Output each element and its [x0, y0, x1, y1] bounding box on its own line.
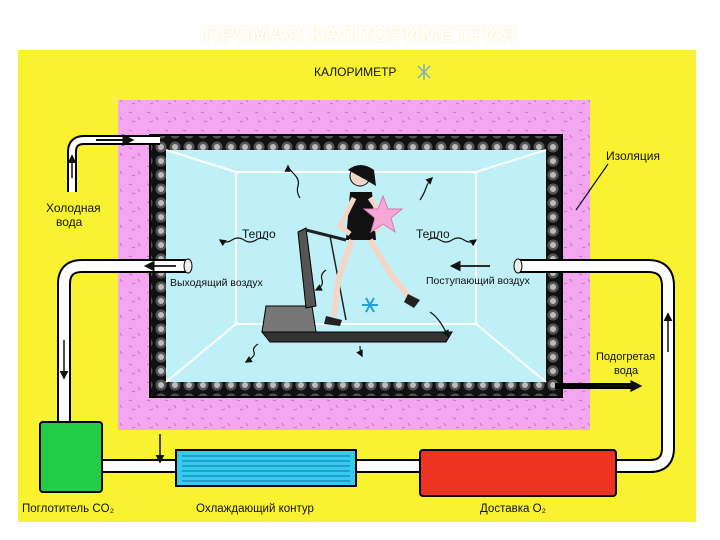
- insulation-leader: [575, 163, 609, 211]
- heated-water-label-line1: Подогретая: [596, 351, 655, 363]
- cold-water-label-line1: Холодная: [46, 201, 101, 215]
- heated-water-label-line2: вода: [614, 365, 639, 377]
- cooling-loop-label: Охлаждающий контур: [196, 503, 314, 515]
- insulation-label: Изоляция: [606, 149, 660, 163]
- intake-air-label: Поступающий воздух: [426, 275, 531, 287]
- bottom-pipe: [100, 434, 420, 473]
- intake-air-pipe: [449, 258, 675, 473]
- exhaust-air-label: Выходящий воздух: [170, 277, 264, 289]
- o2-supply-box: [419, 449, 617, 497]
- cold-water-pipe: [67, 134, 160, 192]
- sparkle-mark-icon: [417, 64, 431, 80]
- cold-water-label-line2: вода: [56, 215, 83, 229]
- treadmill: [260, 227, 453, 343]
- co2-absorber-box: [39, 421, 103, 493]
- calorimeter-label: КАЛОРИМЕТР: [314, 65, 396, 79]
- slide-title: ПРЯМАЯ КАЛЛОРИМЕТРИЯ: [203, 22, 517, 47]
- heat-arrows: [218, 164, 478, 363]
- heat-label-right: Тепло: [416, 227, 450, 241]
- star-shape: [362, 194, 404, 234]
- sparkle-icon: [362, 297, 378, 313]
- exhaust-air-pipe: [57, 258, 193, 424]
- cooling-loop-box: [175, 449, 357, 487]
- co2-absorber-label: Поглотитель CO₂: [22, 503, 114, 515]
- o2-supply-label: Доставка O₂: [480, 503, 546, 515]
- heat-label-left: Тепло: [242, 227, 276, 241]
